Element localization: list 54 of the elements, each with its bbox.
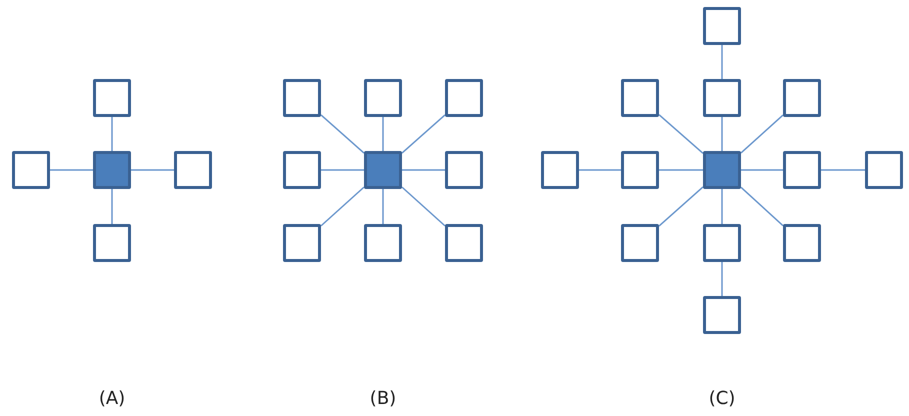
connector-line [721, 262, 723, 296]
connector-line [111, 189, 113, 224]
connector-line [111, 117, 113, 151]
connector-line [721, 189, 723, 224]
square-node [364, 224, 402, 262]
hub-square [93, 151, 131, 189]
square-node [445, 151, 483, 189]
square-node [93, 224, 131, 262]
square-node [541, 151, 579, 189]
connector-line [658, 186, 704, 227]
connector-line [402, 186, 446, 226]
square-node [865, 151, 903, 189]
square-node [93, 79, 131, 117]
hub-square [364, 151, 402, 189]
connector-line [579, 169, 621, 171]
square-node [703, 224, 741, 262]
connector-line [721, 45, 723, 79]
connector-line [382, 117, 384, 151]
square-node [783, 79, 821, 117]
connector-line [740, 114, 784, 154]
square-node [703, 7, 741, 45]
connector-line [721, 117, 723, 151]
square-node [283, 224, 321, 262]
panel-label: (C) [708, 388, 736, 409]
connector-line [382, 189, 384, 224]
connector-line [741, 169, 783, 171]
square-node [703, 79, 741, 117]
square-node [621, 224, 659, 262]
square-node [783, 151, 821, 189]
square-node [364, 79, 402, 117]
square-node [283, 151, 321, 189]
connector-line [321, 169, 364, 171]
square-node [283, 79, 321, 117]
connector-line [402, 169, 445, 171]
connector-line [740, 186, 784, 226]
connector-line [821, 169, 865, 171]
square-node [445, 79, 483, 117]
square-node [783, 224, 821, 262]
square-node [703, 296, 741, 334]
connector-line [402, 114, 446, 154]
connector-line [658, 114, 704, 154]
hub-square [703, 151, 741, 189]
connector-line [50, 169, 93, 171]
connector-line [659, 169, 703, 171]
square-node [174, 151, 212, 189]
square-node [12, 151, 50, 189]
connector-line [131, 169, 174, 171]
panel-label: (A) [98, 388, 126, 409]
connector-line [320, 186, 364, 226]
square-node [621, 79, 659, 117]
connector-line [320, 114, 364, 154]
square-node [621, 151, 659, 189]
panel-label: (B) [370, 388, 396, 409]
square-node [445, 224, 483, 262]
